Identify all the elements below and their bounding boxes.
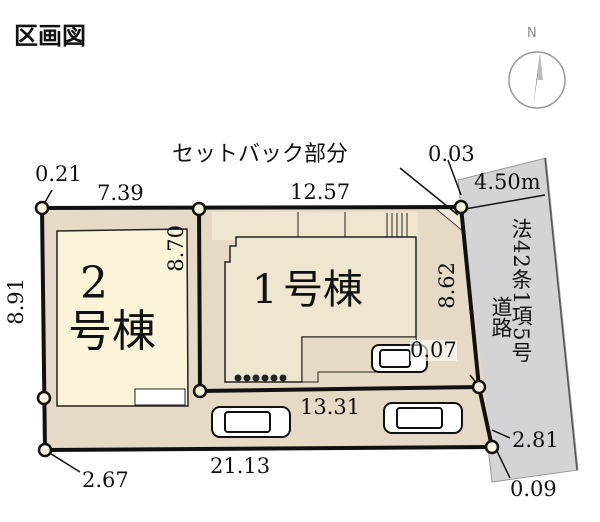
page-title: 区画図	[14, 22, 86, 50]
compass-icon	[508, 51, 566, 109]
setback-label: セットバック部分	[172, 142, 349, 167]
road-sub: 道路	[489, 296, 513, 338]
building-1-porch	[212, 212, 418, 240]
boundary-marker	[34, 199, 500, 458]
road-width: 4.50m	[474, 170, 541, 194]
building-2-number: 2	[80, 258, 108, 309]
building-2-shape	[56, 228, 189, 407]
dim-top-left-span: 7.39	[97, 181, 144, 205]
road-name: 法42条1項5号	[509, 218, 533, 364]
dim-bottom-right-corner: 0.09	[510, 477, 557, 501]
dim-left-side: 8.91	[4, 278, 28, 325]
dim-right-upper: 8.62	[435, 262, 459, 309]
dim-bottom-left: 2.67	[82, 468, 129, 492]
dim-right-mid-corner: 0.07	[410, 338, 457, 362]
dim-right-lower: 2.81	[512, 428, 559, 452]
compass-north-label: N	[527, 26, 537, 41]
dim-top-right-corner: 0.03	[428, 142, 475, 166]
dim-middle-line: 13.31	[300, 395, 361, 419]
building-1-label: 号棟	[283, 267, 363, 313]
dim-top-right-span: 12.57	[290, 180, 351, 204]
building-1-number: 1	[252, 267, 278, 313]
dim-bottom: 21.13	[210, 454, 271, 478]
dim-divider: 8.70	[164, 225, 188, 272]
dim-top-left-corner: 0.21	[35, 162, 82, 186]
building-2-label: 号棟	[68, 306, 156, 357]
building-1-shape	[224, 236, 417, 383]
